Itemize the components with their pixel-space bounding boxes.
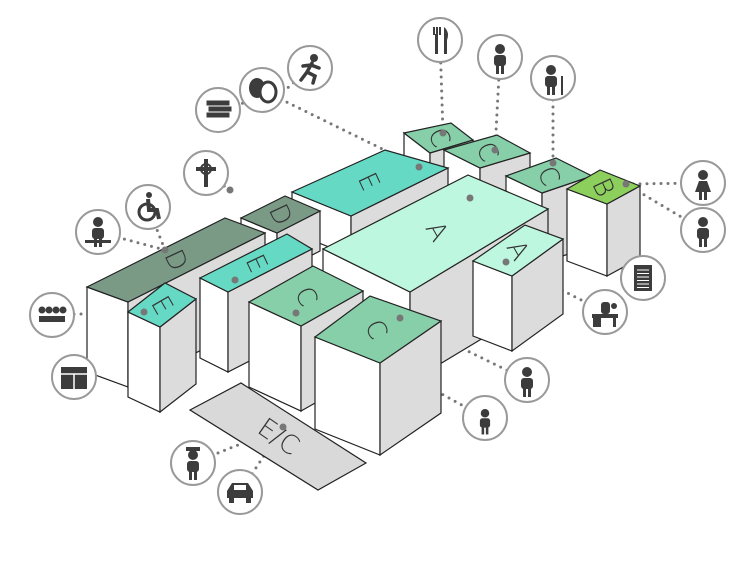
block-top-E [290, 149, 450, 217]
block-top-C [442, 134, 532, 169]
block-top-A [471, 224, 565, 277]
leader-dot [549, 159, 557, 167]
block-top-D [239, 195, 322, 234]
leader-dot [396, 314, 404, 322]
leader-dot [231, 276, 239, 284]
block-e-front: E [126, 282, 198, 414]
leader-dot [226, 186, 234, 194]
nurse-icon [75, 209, 121, 255]
block-top-C [247, 265, 365, 327]
books-icon [195, 87, 241, 133]
block-c-front-2: C [313, 295, 443, 457]
child-small-icon [462, 395, 508, 441]
block-top-C [313, 295, 443, 364]
cross-icon [183, 150, 229, 196]
wheelchair-icon [125, 184, 171, 230]
leader-line-extra [281, 66, 312, 94]
block-top-E [126, 282, 198, 328]
leader-dot [279, 423, 287, 431]
block-b: B [565, 169, 642, 278]
fork-knife-icon [417, 17, 463, 63]
leader-dot [292, 309, 300, 317]
leader-dot [415, 163, 423, 171]
block-top-E [198, 233, 314, 293]
leader-line-ec-floor [191, 425, 285, 465]
desk-icon [582, 289, 628, 335]
leader-line-d-long [96, 230, 167, 252]
block-top-A [321, 174, 550, 293]
runner-icon [287, 45, 333, 91]
block-ec-floor: E/C [188, 382, 368, 491]
leader-dot [140, 308, 148, 316]
leader-dot [439, 129, 447, 137]
child-icon [504, 357, 550, 403]
block-top-C [402, 122, 475, 154]
police-icon [170, 440, 216, 486]
block-left-face [199, 277, 229, 373]
meeting-icon [29, 292, 75, 338]
man-icon [680, 207, 726, 253]
block-left-face [472, 260, 513, 352]
block-top-D [85, 217, 267, 303]
document-icon [620, 255, 666, 301]
leader-dot [622, 180, 630, 188]
leader-dot [466, 194, 474, 202]
block-a-small: A [471, 224, 565, 353]
woman-icon [680, 160, 726, 206]
block-top-B [565, 169, 642, 205]
theater-masks-icon [239, 67, 285, 113]
leader-dot [491, 146, 499, 154]
leader-line-extra [146, 205, 167, 252]
leader-dot [161, 246, 169, 254]
leader-dot [502, 258, 510, 266]
car-icon [217, 469, 263, 515]
block-top-EC [188, 382, 368, 491]
baby-icon [477, 34, 523, 80]
elderly-icon [530, 55, 576, 101]
block-left-face [127, 311, 161, 413]
cabinet-icon [51, 354, 97, 400]
